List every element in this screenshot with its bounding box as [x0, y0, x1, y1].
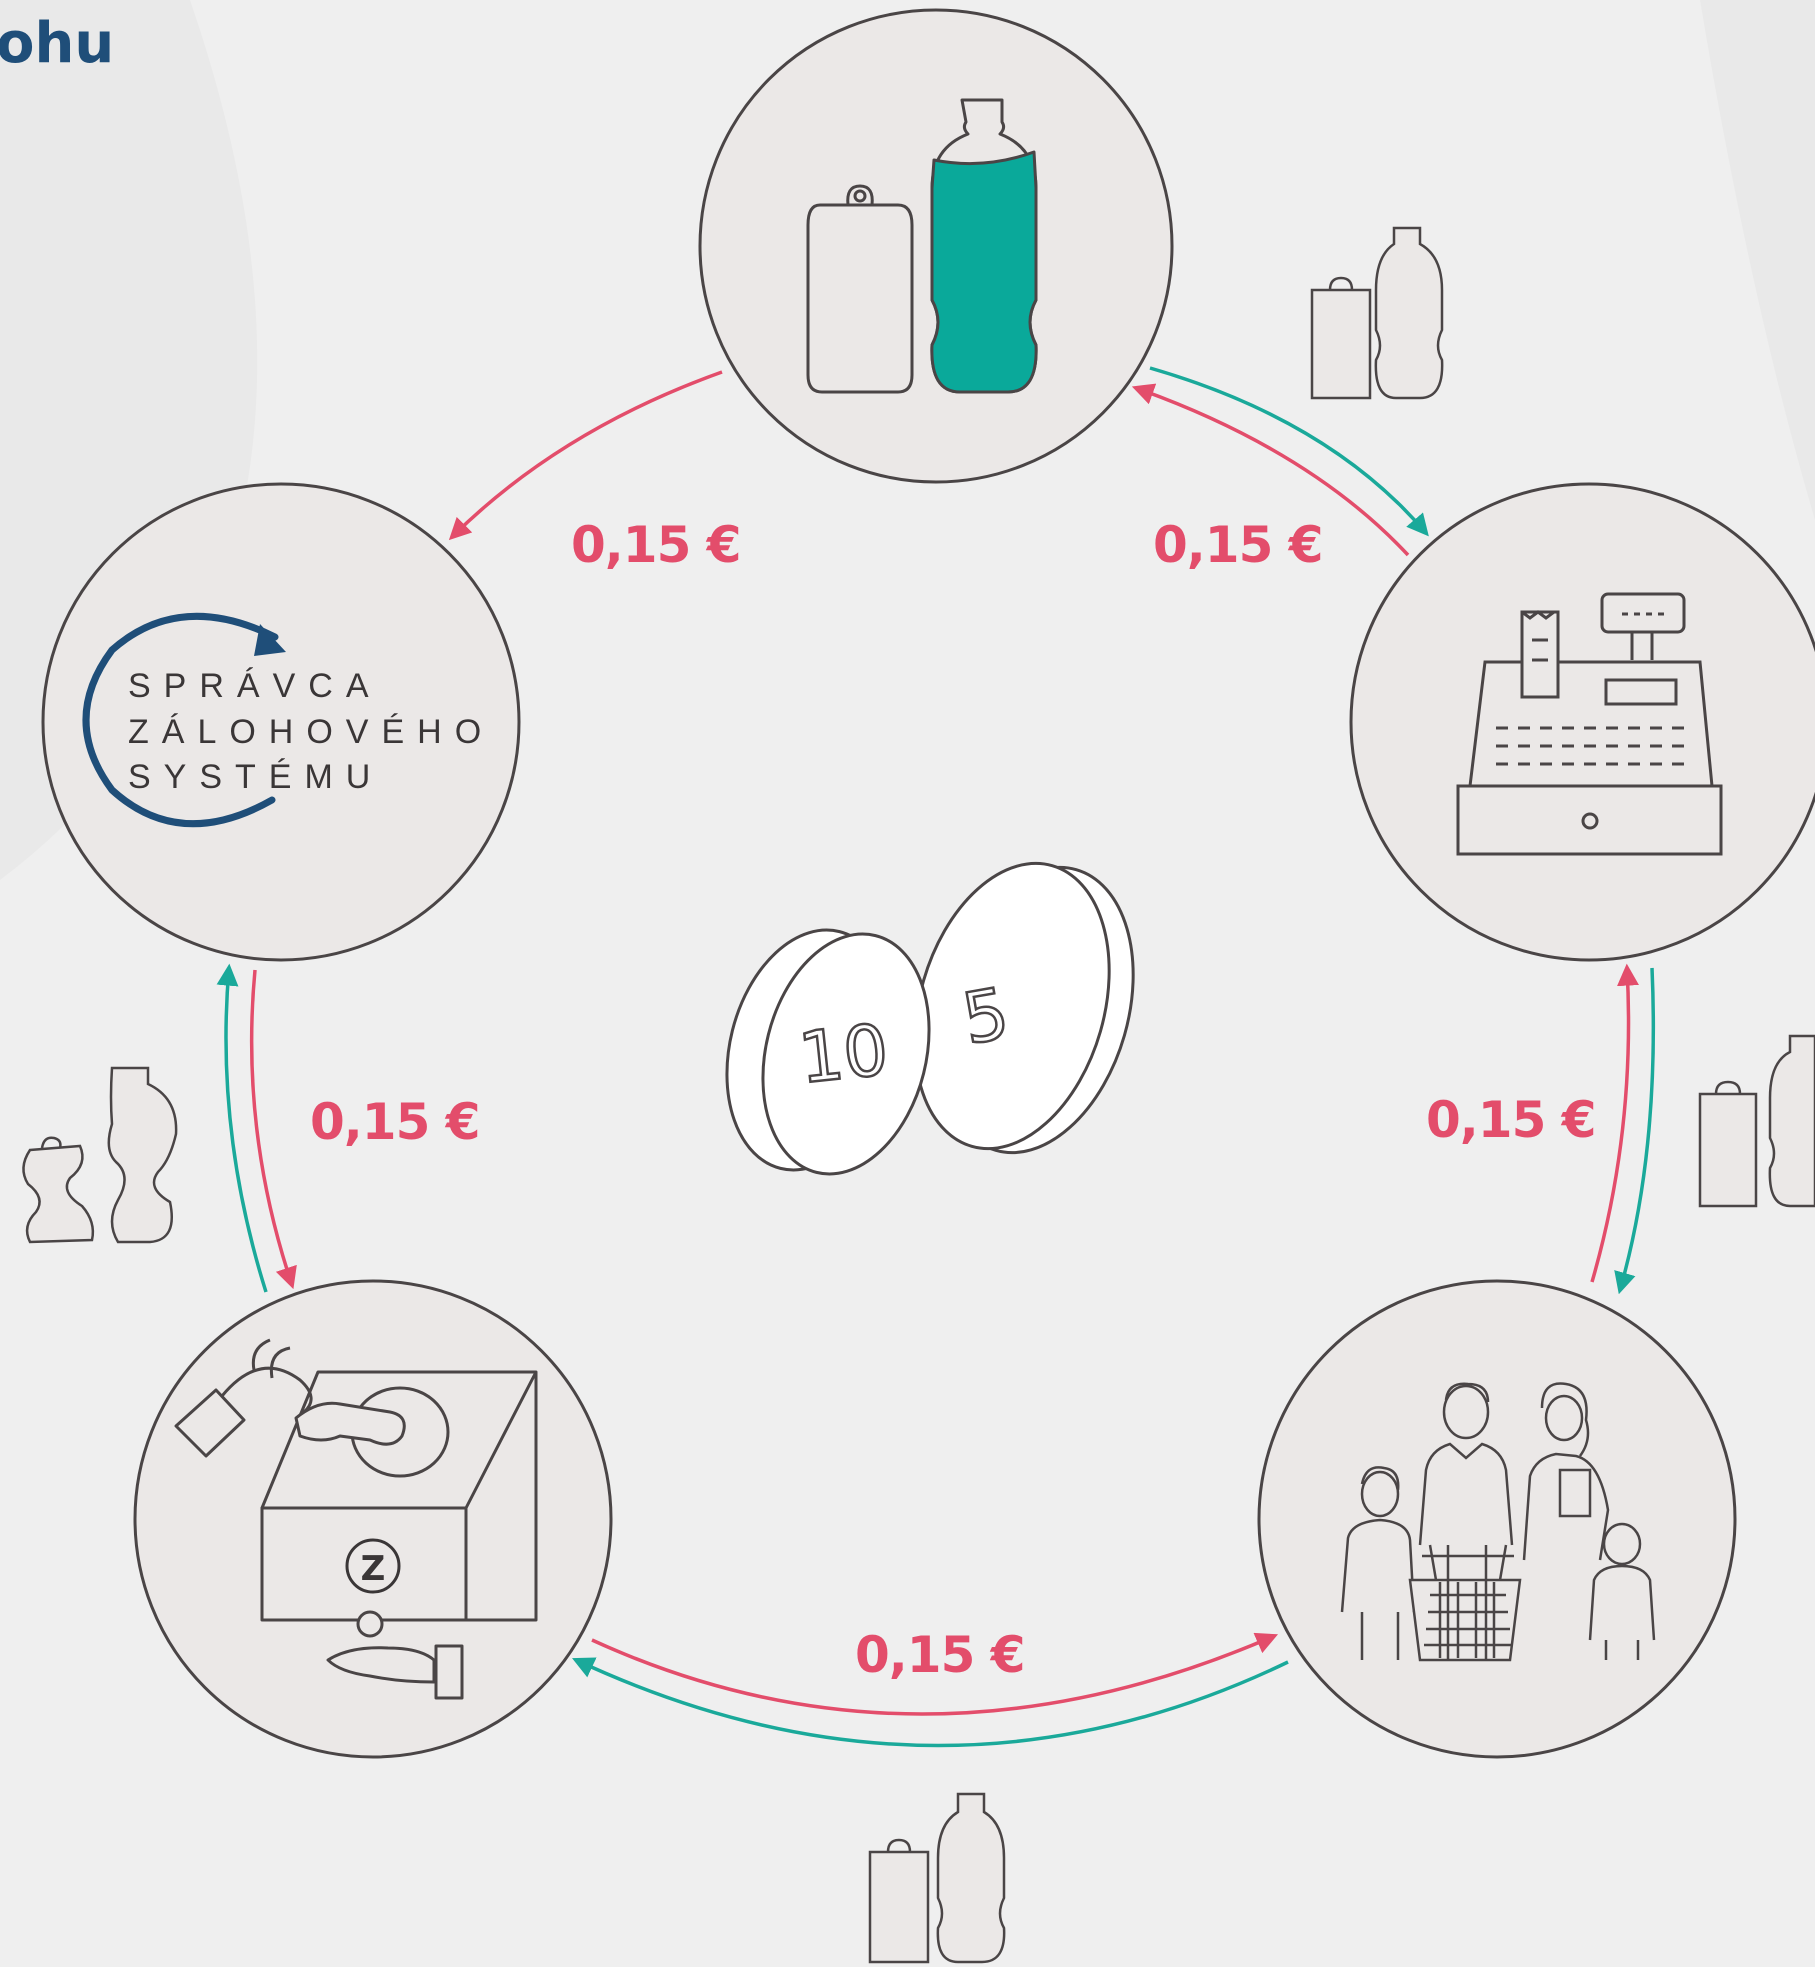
amount-label-producer-administrator: 0,15 € [571, 516, 741, 574]
arrow-money-producer-administrator [448, 370, 723, 541]
node-producer [698, 8, 1174, 484]
containers-icon-right [1698, 1034, 1815, 1208]
amount-label-consumers-return: 0,15 € [855, 1626, 1025, 1684]
node-retailer [1349, 482, 1815, 962]
arrow-money-return-consumers [591, 1632, 1279, 1716]
containers-icon-top-right [1310, 226, 1444, 400]
cash-register-icon [1456, 592, 1723, 856]
crushed-containers-icon-left [22, 1066, 178, 1244]
family-with-shopping-cart-icon [1340, 1382, 1656, 1662]
arrow-money-consumers-retailer [1590, 963, 1639, 1283]
can-and-bottle-icon [806, 98, 1038, 394]
svg-text:Z: Z [361, 1549, 386, 1589]
arrow-containers-consumers-return [572, 1657, 1289, 1748]
logo-line-2: ZÁLOHOVÉHO [128, 713, 494, 751]
arrow-containers-producer-retailer [1149, 366, 1429, 537]
amount-label-producer-retailer: 0,15 € [1153, 516, 1323, 574]
amount-labels: 0,15 € 0,15 € 0,15 € 0,15 € 0,15 € [310, 516, 1597, 1684]
background-shape-right [1700, 0, 1815, 520]
deposit-system-logo-icon: SPRÁVCA ZÁLOHOVÉHO SYSTÉMU [82, 612, 494, 828]
arrow-money-administrator-return [249, 969, 297, 1290]
node-administrator: SPRÁVCA ZÁLOHOVÉHO SYSTÉMU [41, 482, 521, 962]
flow-arrows [216, 366, 1656, 1748]
logo-line-3: SYSTÉMU [128, 758, 383, 796]
coin-value-10: 10 [795, 1009, 892, 1100]
amount-label-return-administrator: 0,15 € [310, 1093, 480, 1151]
node-return-point: Z [133, 1279, 613, 1759]
arrow-containers-retailer-consumers [1614, 967, 1656, 1295]
arrow-money-retailer-producer [1131, 383, 1410, 557]
logo-line-1: SPRÁVCA [128, 667, 382, 705]
amount-label-retailer-consumers: 0,15 € [1426, 1091, 1596, 1149]
reverse-vending-machine-icon: Z [174, 1338, 538, 1700]
coins-icon: 5 10 [725, 861, 1135, 1176]
arrow-containers-return-administrator [216, 963, 268, 1293]
page-title-fragment: ohu [0, 11, 114, 76]
containers-icon-bottom [868, 1792, 1006, 1964]
node-consumers [1257, 1279, 1737, 1759]
